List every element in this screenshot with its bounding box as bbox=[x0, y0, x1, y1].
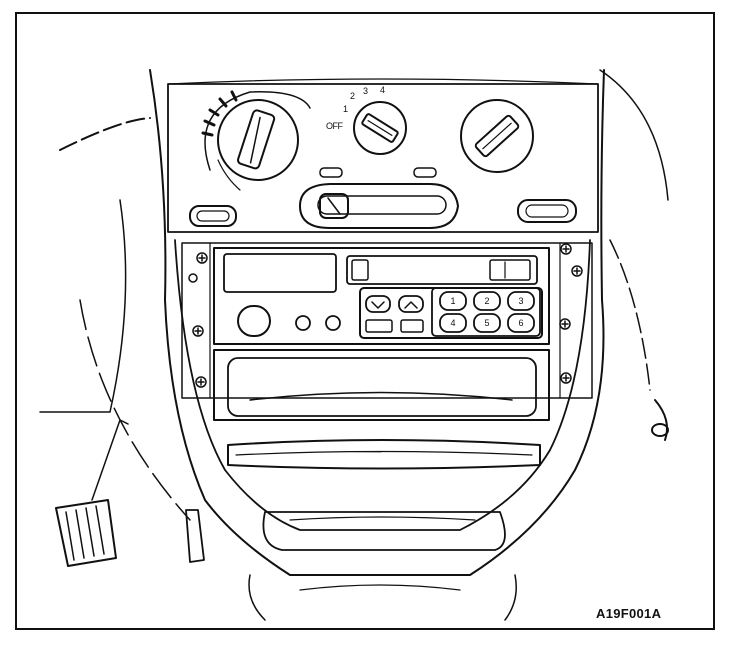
air-mode-dial[interactable] bbox=[460, 99, 534, 173]
preset-buttons bbox=[439, 291, 535, 333]
temperature-scale-marks bbox=[201, 90, 238, 137]
dash-contour-left bbox=[59, 117, 151, 151]
indicator-lamp-right bbox=[413, 167, 437, 178]
center-stack-inner bbox=[174, 239, 591, 531]
seek-down-button[interactable] bbox=[365, 295, 391, 313]
right-button bbox=[517, 199, 577, 223]
cup-holder bbox=[262, 511, 506, 551]
dash-contour-right-lower bbox=[609, 239, 651, 391]
dash-contour-left-lower bbox=[79, 299, 191, 521]
center-stack-outer bbox=[149, 69, 605, 576]
tone-knob-2 bbox=[325, 315, 341, 331]
fan-position-1: 1 bbox=[343, 104, 349, 114]
left-button-inner bbox=[196, 210, 230, 222]
right-trim-knob bbox=[651, 423, 669, 437]
clutch-pedal bbox=[55, 419, 129, 567]
cassette-door bbox=[346, 255, 538, 285]
right-button-inner bbox=[525, 204, 569, 218]
preset-label-4: 4 bbox=[450, 318, 456, 328]
temperature-dial[interactable] bbox=[201, 90, 311, 191]
preset-label-5: 5 bbox=[484, 318, 490, 328]
lower-pocket bbox=[227, 439, 541, 470]
tone-knob-1 bbox=[295, 315, 311, 331]
preset-label-2: 2 bbox=[484, 296, 490, 306]
cassette-eject-right bbox=[489, 259, 531, 281]
dash-contour-right bbox=[599, 69, 669, 201]
fan-position-off: OFF bbox=[326, 121, 343, 131]
preset-label-3: 3 bbox=[518, 296, 524, 306]
mode-button-2 bbox=[400, 319, 424, 333]
right-trim bbox=[654, 399, 668, 441]
fan-position-3: 3 bbox=[363, 86, 369, 96]
fan-position-4: 4 bbox=[380, 85, 386, 95]
left-knee-panel bbox=[39, 199, 127, 413]
hvac-panel bbox=[167, 83, 599, 233]
radio-bracket bbox=[181, 242, 593, 399]
radio-unit bbox=[213, 247, 550, 345]
storage-tray bbox=[213, 349, 550, 421]
seek-up-button[interactable] bbox=[398, 295, 424, 313]
hvac-panel-top-edge bbox=[167, 78, 599, 85]
figure-frame bbox=[15, 12, 715, 630]
preset-block bbox=[431, 287, 541, 337]
brake-pedal bbox=[185, 509, 205, 563]
radio-display bbox=[223, 253, 337, 293]
indicator-lamp-left bbox=[319, 167, 343, 178]
cassette-eject-left bbox=[351, 259, 369, 281]
fan-speed-dial[interactable] bbox=[353, 101, 407, 155]
preset-label-6: 6 bbox=[518, 318, 524, 328]
floor-console bbox=[248, 574, 517, 621]
recirculation-slider[interactable] bbox=[299, 183, 459, 229]
volume-knob bbox=[237, 305, 271, 337]
fan-position-2: 2 bbox=[350, 91, 356, 101]
mode-button-1 bbox=[365, 319, 393, 333]
mounting-screws bbox=[188, 243, 583, 388]
left-button bbox=[189, 205, 237, 227]
figure-code: A19F001A bbox=[596, 606, 662, 621]
preset-label-1: 1 bbox=[450, 296, 456, 306]
